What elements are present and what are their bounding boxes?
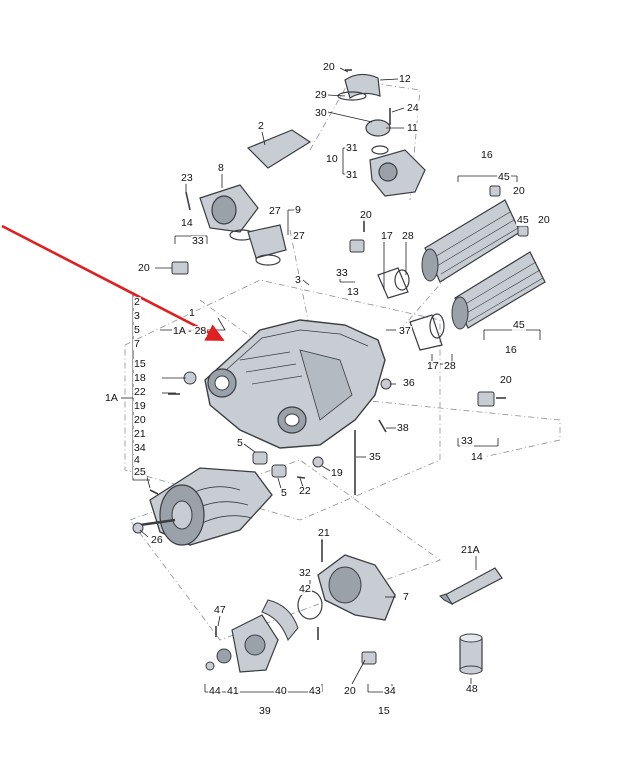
drive-cover — [297, 554, 396, 621]
part-label: 24 — [406, 102, 420, 114]
part-label: 28 — [401, 230, 415, 242]
part-label: 29 — [314, 89, 328, 101]
part-label: 20 — [359, 209, 373, 221]
sealant-tube — [439, 567, 503, 606]
part-label: 45 — [516, 214, 530, 226]
part-label: 11 — [406, 122, 419, 134]
part-label: 20 — [137, 262, 151, 274]
part-label: 21 — [317, 527, 331, 539]
part-label: 22 — [298, 485, 312, 497]
part-label: 43 — [308, 685, 322, 697]
part-label: 2 — [257, 120, 265, 132]
bolts — [149, 69, 506, 640]
part-label: 7 — [133, 338, 141, 350]
supercharger-housing — [204, 319, 386, 449]
part-label: 31 — [345, 169, 359, 181]
cover-plate — [246, 129, 312, 169]
part-label: 45 — [512, 319, 526, 331]
part-label: 5 — [280, 487, 288, 499]
part-label: 34 — [133, 442, 147, 454]
part-label: 16 — [480, 149, 494, 161]
part-label: 25 — [133, 466, 147, 478]
part-label: 27 — [268, 205, 282, 217]
part-label: 14 — [470, 451, 484, 463]
throttle-body — [337, 73, 426, 197]
part-label: 39 — [258, 705, 272, 717]
part-label: 8 — [217, 162, 225, 174]
part-label: 26 — [150, 534, 164, 546]
part-label: 33 — [191, 235, 205, 247]
part-label: 3 — [133, 310, 141, 322]
part-label: 38 — [396, 422, 410, 434]
part-label: 33 — [460, 435, 474, 447]
part-label: 36 — [402, 377, 416, 389]
gaskets — [377, 267, 445, 351]
part-label: 45 — [497, 171, 511, 183]
intercoolers — [421, 199, 546, 330]
part-label: 1A - 28 — [172, 325, 208, 337]
part-label: 37 — [398, 325, 412, 337]
part-label: 31 — [345, 142, 359, 154]
part-label: 23 — [180, 172, 194, 184]
part-label: 17 — [426, 360, 440, 372]
part-label: 2 — [133, 296, 141, 308]
part-label: 7 — [402, 591, 410, 603]
part-label: 19 — [330, 467, 344, 479]
part-label: 20 — [537, 214, 551, 226]
part-label: 10 — [325, 153, 339, 165]
part-label: 14 — [180, 217, 194, 229]
rotor-assembly — [132, 467, 273, 546]
part-label: 19 — [133, 400, 147, 412]
part-label: 17 — [380, 230, 394, 242]
part-label: 28 — [443, 360, 457, 372]
part-label: 4 — [133, 454, 141, 466]
part-label: 15 — [133, 358, 147, 370]
part-label: 18 — [133, 372, 147, 384]
flange-assembly — [199, 184, 287, 266]
part-label: 1 — [188, 307, 196, 319]
part-label: 35 — [368, 451, 382, 463]
pulley-assembly — [205, 599, 299, 673]
part-label: 1A — [104, 392, 119, 404]
part-label: 20 — [133, 414, 147, 426]
part-label: 34 — [383, 685, 397, 697]
part-label: 27 — [292, 230, 306, 242]
part-label: 20 — [322, 61, 336, 73]
part-label: 13 — [346, 286, 360, 298]
part-label: 20 — [512, 185, 526, 197]
part-label: 12 — [398, 73, 412, 85]
part-label: 40 — [274, 685, 288, 697]
part-label: 22 — [133, 386, 147, 398]
part-label: 44 — [208, 685, 222, 697]
part-label: 20 — [343, 685, 357, 697]
part-label: 21 — [133, 428, 147, 440]
callout-arrow — [1, 224, 225, 342]
part-label: 21A — [460, 544, 481, 556]
part-label: 15 — [377, 705, 391, 717]
sensors — [171, 185, 529, 665]
part-label: 30 — [314, 107, 328, 119]
part-label: 20 — [499, 374, 513, 386]
part-label: 33 — [335, 267, 349, 279]
part-label: 48 — [465, 683, 479, 695]
part-label: 16 — [504, 344, 518, 356]
part-label: 42 — [298, 583, 312, 595]
part-label: 32 — [298, 567, 312, 579]
part-label: 3 — [294, 274, 302, 286]
part-label: 47 — [213, 604, 227, 616]
part-label: 5 — [236, 437, 244, 449]
oil-can — [459, 633, 483, 675]
bearings — [183, 371, 392, 478]
part-label: 9 — [294, 204, 302, 216]
part-label: 5 — [133, 324, 141, 336]
part-label: 41 — [226, 685, 240, 697]
